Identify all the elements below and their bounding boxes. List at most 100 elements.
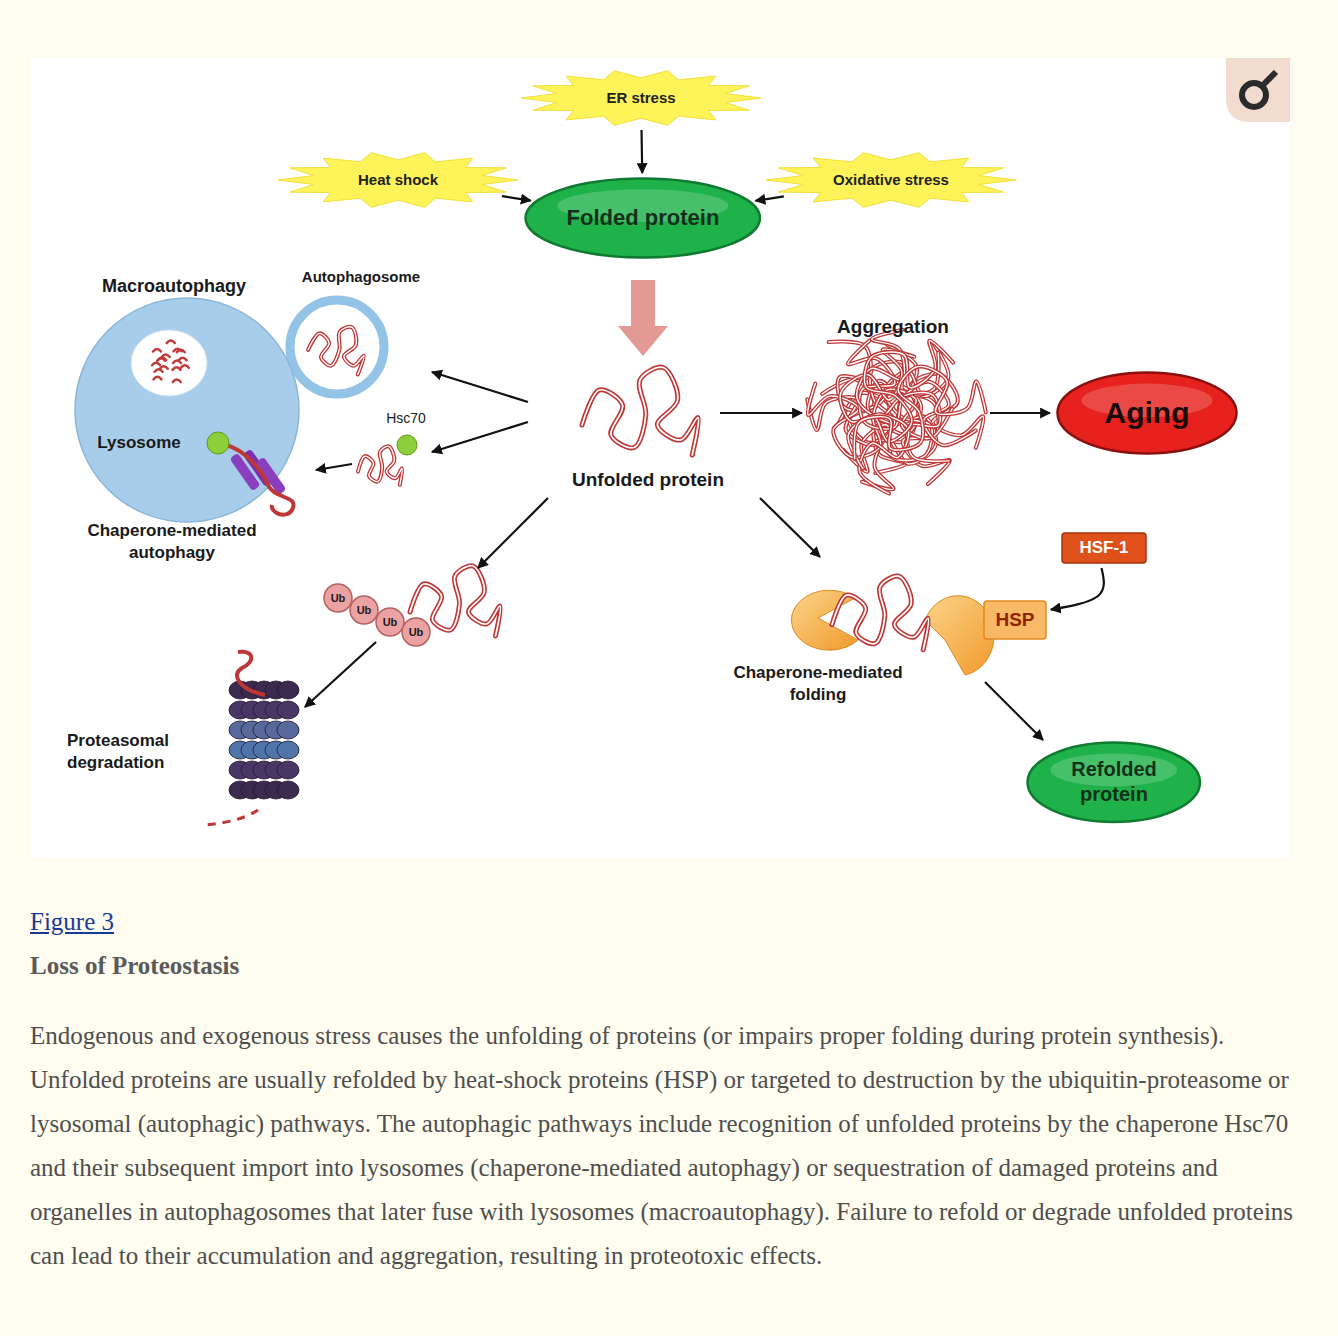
ubiquitin-bead [376,608,404,636]
node-text: Refolded protein [1059,757,1169,807]
connector-arrow [755,196,783,200]
part-label: Autophagosome [302,267,420,287]
vesicle [131,330,207,396]
part-label: Chaperone-mediated folding [723,662,913,706]
protein-fragment [157,358,165,361]
proteasome-subunit [277,681,299,699]
hsf1-box: HSF-1 [1061,532,1147,564]
ubiquitin-tag: Ub [331,591,346,605]
node-text: Oxidative stress [833,171,949,190]
icon-symbol [1242,83,1266,107]
node-text: ER stress [606,89,675,108]
protein-fragment [160,366,168,369]
ubiquitin-bead [324,584,352,612]
pathway-arrow [720,412,802,414]
proteasome-subunit [277,701,299,719]
node-text: HSP [995,608,1034,632]
part-label: Proteasomal degradation [67,730,207,774]
starburst-shape [278,153,518,208]
part-label: Macroautophagy [102,275,246,298]
lysosome: Lysosome [74,297,300,523]
part-label: Unfolded protein [572,468,724,493]
node-text: HSF-1 [1079,537,1128,558]
node-shape [1026,741,1202,824]
protein-fragment [155,369,163,372]
folding-protein-core [832,576,928,650]
hsp-box: HSP [983,600,1047,640]
unfolded-protein-core [582,367,699,455]
figure-panel [30,58,1290,858]
hsc70-ball [397,435,417,455]
connector-arrow [502,196,531,200]
pathway-arrow [316,464,352,470]
folded-protein-oval: Folded protein [524,177,762,259]
node-text: Heat shock [358,171,438,190]
box-shape [984,601,1046,639]
oval-shape [1028,742,1201,822]
connector-arrow [1051,568,1104,610]
protein-fragment [173,367,181,370]
figure-number: Figure 3 [30,908,114,936]
pathway-arrow [760,498,820,557]
pathway-arrow [478,498,548,568]
pathway-arrow [432,372,528,402]
pathway-arrow [432,422,528,452]
unfolded-protein [582,367,699,455]
hsc70-ball [207,432,229,454]
pathway-arrow [305,642,376,707]
unfolding-arrow [618,280,668,356]
refolded-protein-oval: Refolded protein [1026,741,1202,824]
oval-shape [526,179,761,258]
autophagosome-protein-core [308,327,364,375]
node-shape [74,297,300,523]
aggregate-strand [854,366,986,458]
stress-starburst: Heat shock [278,152,518,208]
protein-fragment [179,358,187,361]
starburst-shape [766,153,1016,208]
ubiquitin-tag: Ub [383,615,398,629]
protein-fragment [173,380,181,383]
stress-starburst: Oxidative stress [766,152,1016,208]
pathway-arrow [985,682,1043,740]
proteasome-subunit [277,761,299,779]
ubiquitin-bead [350,596,378,624]
hsc70-protein-core [358,446,402,485]
part-label: Hsc70 [386,409,426,427]
autophagosome-protein [308,327,364,375]
folding-protein [832,576,928,650]
degraded-fragments [205,810,258,825]
lysosome-shape [75,298,299,522]
icon-tab [1226,58,1290,122]
protein-fragment [162,355,170,358]
aging-oval: Aging [1056,371,1238,455]
protein-fragment [173,349,181,352]
connector-arrow [640,130,643,173]
icon-symbol [1262,72,1276,86]
ubiquitin-tag: Ub [357,603,372,617]
pathway-arrow [990,412,1050,414]
stress-starburst: ER stress [521,70,761,126]
translocating-protein [226,445,294,515]
oval-shape [1058,373,1237,454]
proteasome-strand [237,652,265,695]
protein-fragment [181,365,189,368]
part-label: Chaperone-mediated autophagy [72,520,272,564]
protein-fragment [153,377,161,380]
proteasome-subunit [277,781,299,799]
protein-fragment [173,361,181,364]
node-text: Folded protein [567,204,720,232]
protein-fragment [153,349,161,352]
ubiquitin-bead [402,618,430,646]
chaperone [791,590,858,650]
aggregate-strand-core [854,366,986,458]
figure-title: Loss of Proteostasis [30,952,239,980]
box-shape [1062,533,1146,563]
hsc70-protein [358,446,402,485]
protein-fragment [167,341,175,344]
figure-caption: Endogenous and exogenous stress causes t… [30,1014,1315,1278]
node-text: Lysosome [97,432,180,453]
node-text: Aging [1105,394,1190,432]
proteasome-subunit [277,741,299,759]
part-label: Aggregation [837,315,949,340]
starburst-shape [521,71,761,126]
